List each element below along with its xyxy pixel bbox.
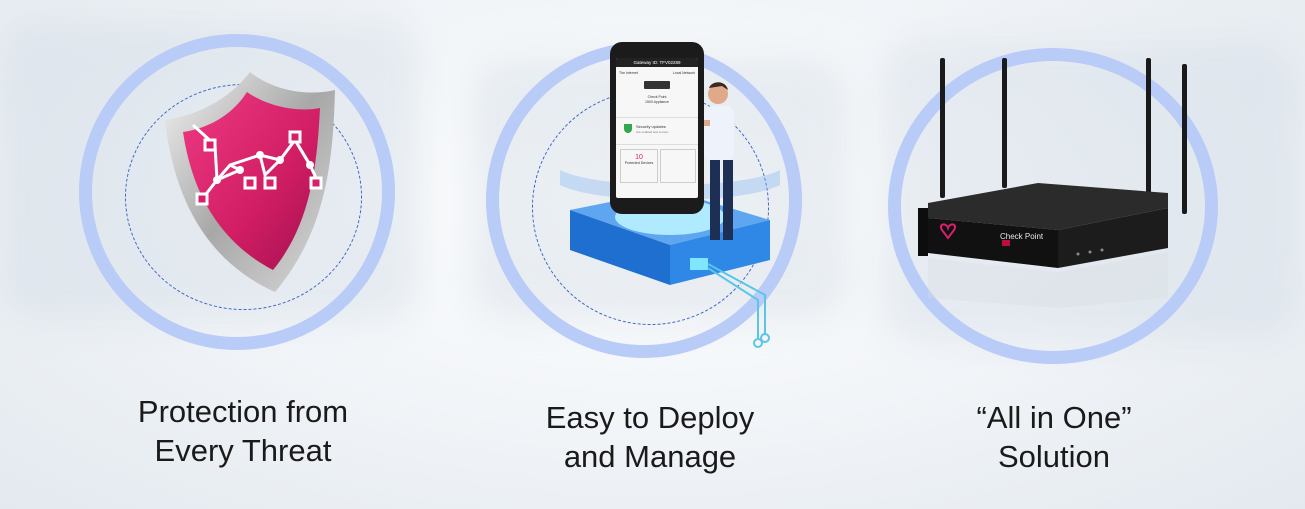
feature-title-line1: “All in One” (976, 400, 1132, 435)
updates-title: Security updates (636, 124, 666, 129)
feature-allinone: Check Point “All in One” Solution (880, 0, 1240, 509)
feature-title-line2: Every Threat (154, 433, 332, 468)
protected-label: Protected Devices (624, 161, 654, 165)
device-name: Check Point (647, 95, 667, 99)
feature-title-line2: and Manage (563, 439, 737, 474)
app-header: Gateway ID: TFV02289 (616, 58, 698, 67)
feature-title-line2: Solution (997, 439, 1111, 474)
router-brand-label: Check Point (1000, 232, 1044, 241)
internet-label: The Internet (619, 71, 638, 75)
feature-protection: Protection from Every Threat (63, 0, 423, 509)
device-model: 1500 Appliance (645, 100, 669, 104)
network-label: Local Network (672, 71, 695, 75)
feature-title-line1: Protection from (137, 394, 349, 429)
check-shield-icon (624, 124, 632, 133)
protected-count: 10 (635, 154, 643, 161)
feature-title-line1: Easy to Deploy (545, 400, 755, 435)
feature-deploy: Gateway ID: TFV02289 The Internet Local … (470, 0, 830, 509)
updates-subtitle: Are enabled and current (636, 130, 669, 134)
smartphone-app-icon: Gateway ID: TFV02289 The Internet Local … (610, 42, 704, 214)
